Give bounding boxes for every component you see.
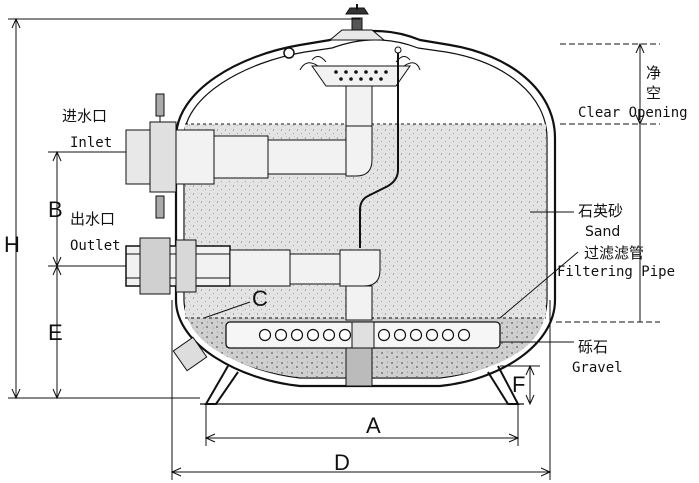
dim-f-label: F	[512, 372, 525, 397]
clear-opening-cn-1: 净	[646, 64, 661, 82]
drain-plug-icon	[172, 336, 208, 372]
center-support	[345, 347, 373, 387]
dim-e-label: E	[48, 320, 63, 345]
sand-label-cn: 石英砂	[578, 202, 623, 220]
outlet-label-en: Outlet	[70, 238, 121, 254]
distributor	[299, 56, 421, 131]
gravel-label-en: Gravel	[572, 360, 623, 376]
outlet-pipe	[125, 237, 381, 321]
clear-opening-en: Clear Opening	[578, 105, 688, 121]
dim-c-label: C	[252, 286, 268, 311]
dim-b-label: B	[48, 197, 63, 222]
clear-opening-cn-2: 空	[646, 84, 661, 102]
top-valve	[328, 4, 386, 41]
sand-label-en: Sand	[585, 224, 620, 240]
dim-d-label: D	[334, 450, 350, 475]
dim-a-label: A	[366, 413, 381, 438]
air-relief-tube	[359, 52, 399, 248]
inlet-label-cn: 进水口	[62, 107, 107, 125]
filtering-pipe-label-cn: 过滤滤管	[584, 244, 644, 262]
filtering-pipe	[225, 321, 501, 349]
inlet-pipe	[125, 93, 373, 219]
air-vent-icon	[283, 47, 295, 59]
dimension-lines	[8, 17, 660, 480]
inlet-label-en: Inlet	[70, 135, 112, 151]
gravel-label-cn: 砾石	[578, 338, 608, 356]
outlet-label-cn: 出水口	[70, 210, 115, 228]
dim-h-label: H	[4, 232, 20, 257]
filtering-pipe-label-en: Filtering Pipe	[557, 264, 675, 280]
